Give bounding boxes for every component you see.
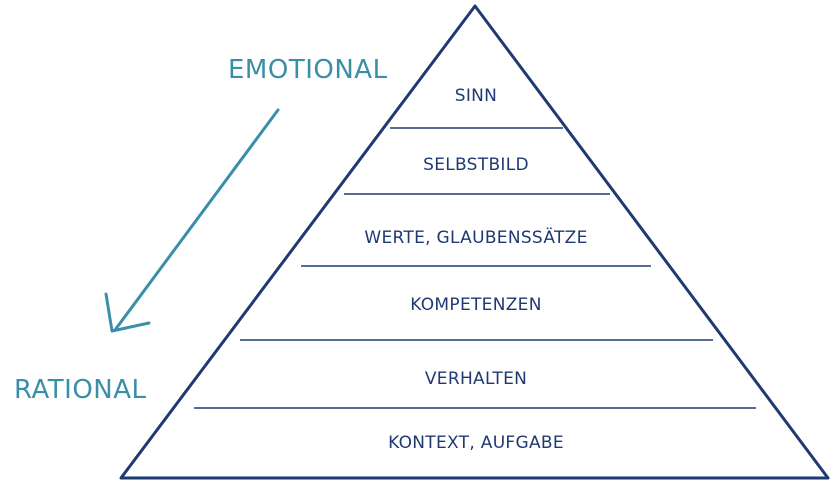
axis-label-emotional: EMOTIONAL [228, 55, 388, 85]
level-label-kompetenzen: KOMPETENZEN [410, 295, 542, 315]
level-label-verhalten: VERHALTEN [425, 369, 527, 389]
level-label-selbstbild: SELBSTBILD [423, 155, 529, 175]
arrow-down-left-icon [104, 108, 280, 333]
level-label-sinn: SINN [455, 86, 497, 106]
pyramid-outline [119, 4, 830, 480]
level-label-werte: WERTE, GLAUBENSSÄTZE [364, 227, 587, 248]
level-label-kontext: KONTEXT, AUFGABE [388, 433, 564, 453]
axis-label-rational: RATIONAL [14, 375, 147, 405]
